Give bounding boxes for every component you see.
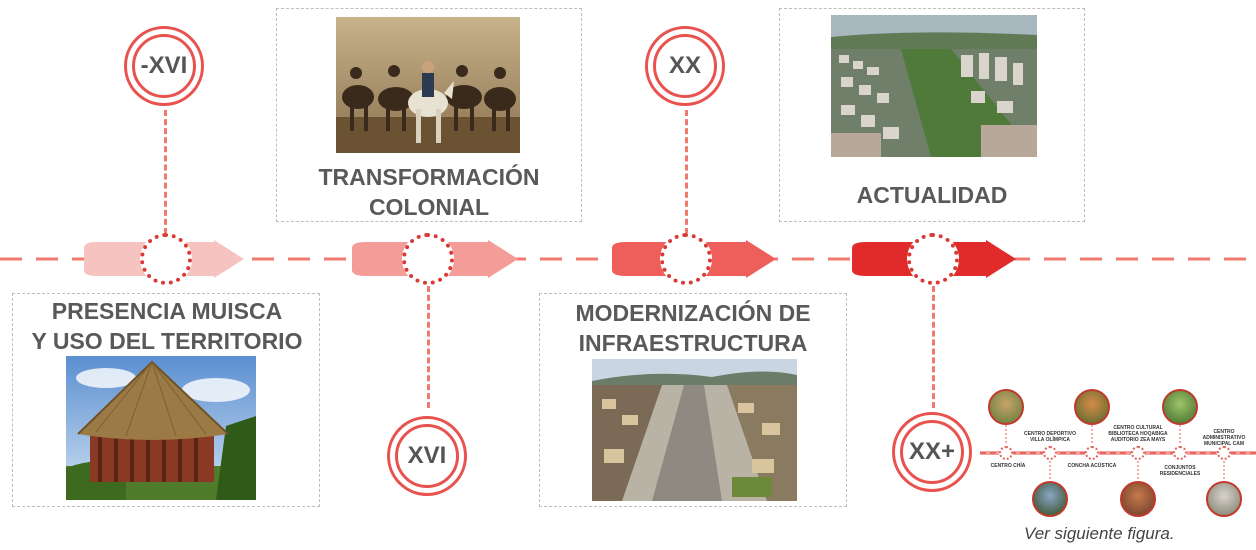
title-presencia-muisca: PRESENCIA MUISCA Y USO DEL TERRITORIO [6, 296, 328, 356]
mini-node-2 [1043, 446, 1057, 460]
box-presencia-muisca [12, 293, 320, 507]
title-modernizacion: MODERNIZACIÓN DE INFRAESTRUCTURA [539, 298, 847, 358]
era-circle-pre-xvi: -XVI [124, 26, 204, 106]
mini-photo-5 [1120, 481, 1156, 517]
mini-label-1: CENTRO CHÍA [990, 463, 1026, 469]
era-label-pre-xvi: -XVI [140, 52, 188, 79]
era-circle-xvi: XVI [387, 416, 467, 496]
era-label-xx: XX [668, 52, 701, 79]
mini-label-5: CONJUNTOS RESIDENCIALES [1159, 465, 1201, 477]
mini-label-6: CENTRO ADMINISTRATIVO MUNICIPAL CAM [1202, 429, 1246, 447]
timeline-node-1 [140, 233, 192, 285]
era-label-xvi: XVI [407, 442, 447, 469]
mini-node-1 [999, 446, 1013, 460]
title-modernizacion-line1: MODERNIZACIÓN DE [575, 300, 811, 326]
mini-photo-2 [1074, 389, 1110, 425]
connector-2 [427, 286, 430, 408]
mini-node-6 [1217, 446, 1231, 460]
box-transformacion-colonial [276, 8, 582, 222]
mini-photo-6 [1206, 481, 1242, 517]
title-presencia-muisca-line2: Y USO DEL TERRITORIO [31, 328, 303, 354]
figure-caption: Ver siguiente figura. [1024, 524, 1175, 543]
mini-label-4: CENTRO CULTURAL BIBLIOTECA HOQABIGA AUDI… [1108, 425, 1168, 443]
box-modernizacion [539, 293, 847, 507]
title-actualidad-line1: ACTUALIDAD [856, 182, 1008, 208]
title-transformacion-colonial-line1: TRANSFORMACIÓN [318, 164, 540, 190]
title-presencia-muisca-line1: PRESENCIA MUISCA [51, 298, 283, 324]
mini-photo-4 [1032, 481, 1068, 517]
timeline-node-4 [907, 233, 959, 285]
era-circle-xx: XX [645, 26, 725, 106]
mini-label-2: CENTRO DEPORTIVO VILLA OLÍMPICA [1024, 431, 1076, 443]
connector-1 [164, 110, 167, 234]
image-city-aerial [831, 15, 1037, 157]
connector-3 [685, 110, 688, 234]
title-transformacion-colonial-line2: COLONIAL [368, 194, 490, 220]
connector-4 [932, 286, 935, 408]
mini-photo-3 [1162, 389, 1198, 425]
image-muisca-hut [66, 356, 256, 500]
mini-node-3 [1085, 446, 1099, 460]
mini-node-4 [1131, 446, 1145, 460]
mini-label-3: CONCHA ACÚSTICA [1067, 463, 1117, 469]
timeline-node-2 [402, 233, 454, 285]
title-modernizacion-line2: INFRAESTRUCTURA [578, 330, 808, 356]
box-actualidad [779, 8, 1085, 222]
title-actualidad: ACTUALIDAD [779, 180, 1085, 210]
timeline-node-3 [660, 233, 712, 285]
mini-node-5 [1173, 446, 1187, 460]
image-infrastructure-works [592, 359, 797, 501]
mini-timeline-figure: CENTRO CHÍA CENTRO DEPORTIVO VILLA OLÍMP… [980, 385, 1256, 525]
image-colonial-painting [336, 17, 520, 153]
era-label-xx-plus: XX+ [908, 438, 956, 465]
mini-photo-1 [988, 389, 1024, 425]
title-transformacion-colonial: TRANSFORMACIÓN COLONIAL [276, 162, 582, 222]
era-circle-xx-plus: XX+ [892, 412, 972, 492]
